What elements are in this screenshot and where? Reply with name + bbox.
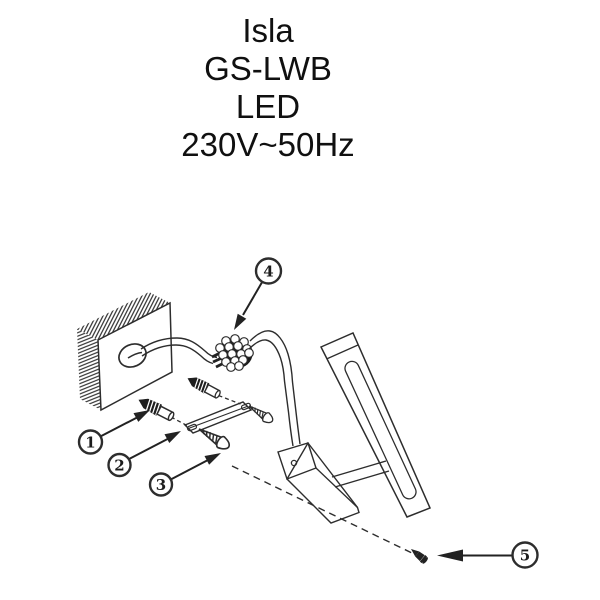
bracket-slot-right xyxy=(240,402,252,411)
callout-arrow-5 xyxy=(437,549,512,562)
wall-anchor-1 xyxy=(135,393,177,424)
callout-2-number: 2 xyxy=(114,457,124,475)
callout-2-circle xyxy=(107,452,132,478)
callout-5: 5 xyxy=(511,541,539,569)
lamp-bar xyxy=(319,332,432,518)
callout-arrow-2 xyxy=(127,431,181,461)
callout-arrow-3 xyxy=(170,453,221,481)
wall-hole xyxy=(118,343,147,368)
lamp-arm xyxy=(331,460,390,488)
power-wire-right xyxy=(248,330,301,447)
model-number: GS-LWB xyxy=(204,50,332,87)
wire-connector xyxy=(215,334,254,372)
bracket-slot-left xyxy=(186,423,198,432)
mounting-screw-2 xyxy=(194,422,233,454)
anchor-guide-line-2 xyxy=(218,394,241,405)
callout-arrow-4 xyxy=(234,281,263,330)
wall-hatching-top xyxy=(77,292,170,340)
callout-4-circle xyxy=(254,257,283,285)
callout-3-number: 3 xyxy=(156,476,166,494)
wire-end-in-hole xyxy=(127,351,143,359)
fixing-screw xyxy=(411,549,428,564)
callout-1-number: 1 xyxy=(85,434,95,452)
lamp-lens xyxy=(344,360,417,500)
power-rating: 230V~50Hz xyxy=(181,126,355,163)
plate-screw-hole xyxy=(290,459,298,467)
callout-1-circle xyxy=(77,429,104,455)
callout-2: 2 xyxy=(107,452,132,478)
power-wire-left xyxy=(140,337,227,369)
lamp-fixture xyxy=(277,332,432,524)
fixing-screw-guide-line xyxy=(231,465,414,555)
product-name: Isla xyxy=(242,12,294,49)
lamp-wall-plate xyxy=(277,442,317,480)
lamp-type: LED xyxy=(235,88,301,125)
lamp-bracket-body xyxy=(286,441,360,524)
title-block: Isla GS-LWB LED 230V~50Hz xyxy=(0,12,536,164)
lamp-end-cap xyxy=(326,344,359,360)
wall-face xyxy=(97,301,173,412)
callout-3: 3 xyxy=(148,472,174,497)
callout-1: 1 xyxy=(77,429,104,455)
callout-arrow-1 xyxy=(99,410,150,438)
anchor-guide-line-1 xyxy=(170,416,188,427)
callout-3-circle xyxy=(148,472,174,497)
callout-5-number: 5 xyxy=(520,547,530,565)
wall-section xyxy=(77,292,173,412)
callout-5-circle xyxy=(511,541,539,569)
wall-anchor-2 xyxy=(184,372,223,401)
callout-4: 4 xyxy=(254,257,283,285)
wall-hatching-left xyxy=(77,329,101,410)
mounting-bracket xyxy=(183,401,253,434)
callout-4-number: 4 xyxy=(263,263,273,281)
